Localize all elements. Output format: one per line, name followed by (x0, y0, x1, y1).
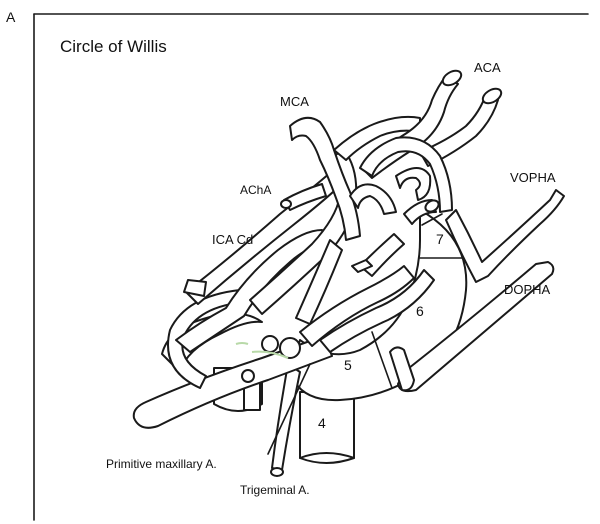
segment-label-7: 7 (436, 231, 444, 247)
label-ica-cd: ICA Cd (212, 232, 253, 247)
label-trigeminal: Trigeminal A. (240, 483, 310, 497)
panel-title: Circle of Willis (60, 37, 167, 56)
segment-label-4: 4 (318, 415, 326, 431)
trigeminal-artery-vessel (271, 364, 300, 476)
segment-label-5: 5 (344, 357, 352, 373)
label-primitive-maxillary: Primitive maxillary A. (106, 457, 217, 471)
segment-label-6: 6 (416, 303, 424, 319)
label-dopha: DOPHA (504, 282, 551, 297)
segment-4-vessel (300, 392, 354, 463)
label-mca: MCA (280, 94, 309, 109)
panel-letter: A (6, 9, 16, 25)
label-aca: ACA (474, 60, 501, 75)
label-vopha: VOPHA (510, 170, 556, 185)
label-acha: AChA (240, 183, 271, 197)
